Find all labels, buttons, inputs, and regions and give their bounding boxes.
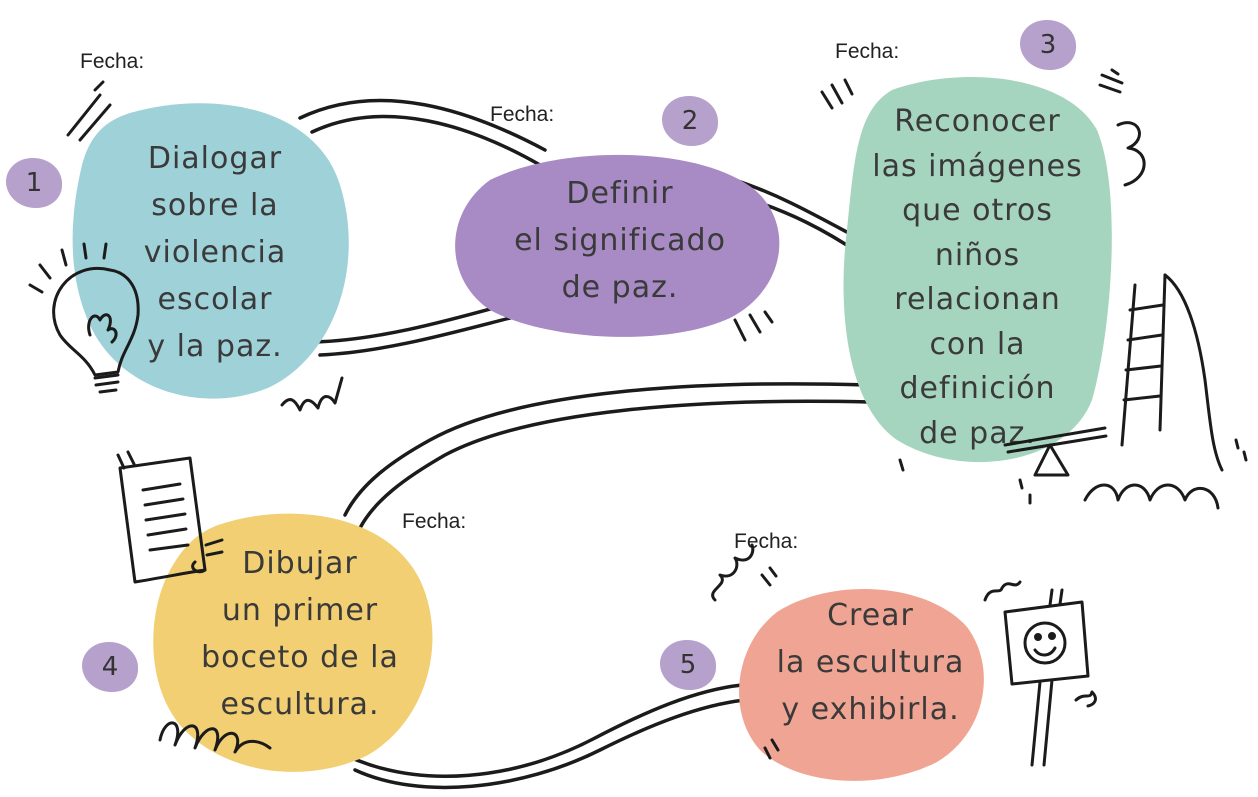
step-3-blob <box>843 77 1112 463</box>
squiggle-4 <box>158 721 272 754</box>
squiggle-3 <box>1116 121 1146 187</box>
accent-marks-2 <box>733 310 774 342</box>
step-2-blob <box>455 154 780 337</box>
step-3-date-label: Fecha: <box>835 40 900 63</box>
squiggle-5a <box>711 543 755 602</box>
step-5-shape <box>739 589 984 781</box>
step-5-text: Crear la escultura y exhibirla. <box>776 598 965 727</box>
step-4-badge: 4 <box>82 642 138 692</box>
accent-mark-center <box>898 458 905 472</box>
step-4-text: Dibujar un primer boceto de la escultura… <box>201 546 399 722</box>
step-1-date-label: Fecha: <box>80 50 145 73</box>
step-1-blob <box>72 103 349 399</box>
step-5-date-label: Fecha: <box>734 530 799 553</box>
step-3-shape <box>843 77 1112 463</box>
squiggle-1 <box>280 376 344 412</box>
connector-1-2-top-b <box>310 114 542 167</box>
connector-1-2-top <box>298 98 547 152</box>
sign-smiley-icon <box>1003 588 1090 767</box>
connector-2-3-a <box>733 178 860 240</box>
step-2-badge: 2 <box>662 96 718 146</box>
accent-marks-1 <box>66 80 112 142</box>
step-2-text: Definir el significado de paz. <box>514 176 726 305</box>
step-5-blob <box>739 589 984 781</box>
step-4-shape <box>153 513 433 772</box>
lightbulb-icon <box>28 242 140 394</box>
step-3-badge: 3 <box>1020 20 1076 70</box>
squiggle-5c <box>1074 690 1097 708</box>
connector-1-2-bottom <box>313 303 507 344</box>
accent-marks-3a <box>820 78 854 110</box>
step-2-date-label: Fecha: <box>490 103 555 126</box>
document-icon <box>116 450 224 584</box>
step-4-date-label: Fecha: <box>402 510 467 533</box>
squiggle-5b <box>983 580 1022 602</box>
step-2-shape <box>455 154 780 337</box>
playground-icon <box>1003 273 1248 510</box>
step-1-badge: 1 <box>6 158 62 208</box>
step-4-blob <box>153 513 433 772</box>
accent-marks-5a <box>760 566 778 587</box>
accent-marks-5b <box>763 738 780 760</box>
connector-4-5-b <box>343 683 744 779</box>
step-1-shape <box>72 103 349 399</box>
step-3-text: Reconocer las imágenes que otros niños r… <box>872 104 1083 451</box>
step-1-text: Dialogar sobre la violencia escolar y la… <box>143 141 287 364</box>
connector-4-5-a <box>353 698 747 790</box>
accent-marks-3b <box>1098 68 1124 94</box>
connector-1-2-bottom-b <box>318 316 512 357</box>
connector-3-4-a <box>343 382 870 517</box>
step-5-badge: 5 <box>660 640 716 690</box>
connector-3-4-b <box>358 399 872 530</box>
